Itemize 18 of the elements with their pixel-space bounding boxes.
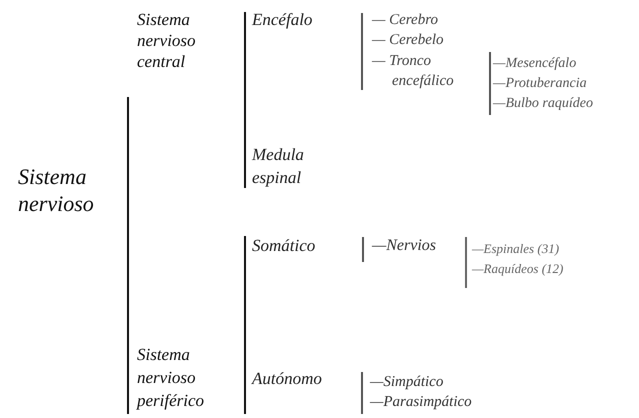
tree-label: Sistema nervioso periférico (137, 344, 206, 412)
tree-label: —Simpático (370, 373, 444, 392)
tree-label: — Cerebelo (372, 31, 445, 50)
tree-label: —Protuberancia (493, 75, 588, 93)
tree-label: —Raquídeos (12) (472, 260, 564, 278)
tree-label: —Mesencéfalo (493, 55, 578, 73)
tree-label: —Bulbo raquídeo (493, 95, 594, 113)
tree-label: —Espinales (31) (472, 240, 560, 258)
tree-label: Encéfalo (252, 9, 314, 30)
tree-label: Autónomo (252, 368, 323, 389)
tree-label: —Parasimpático (370, 393, 473, 412)
tree-label: — Tronco encefálico (372, 52, 455, 91)
tree-label: Medula espinal (252, 144, 305, 189)
tree-label: Somático (252, 235, 316, 256)
tree-label: — Cerebro (372, 11, 439, 30)
tree-label: Sistema nervioso (18, 163, 95, 217)
tree-label: Sistema nervioso central (137, 9, 197, 72)
tree-label: —Nervios (372, 236, 437, 256)
